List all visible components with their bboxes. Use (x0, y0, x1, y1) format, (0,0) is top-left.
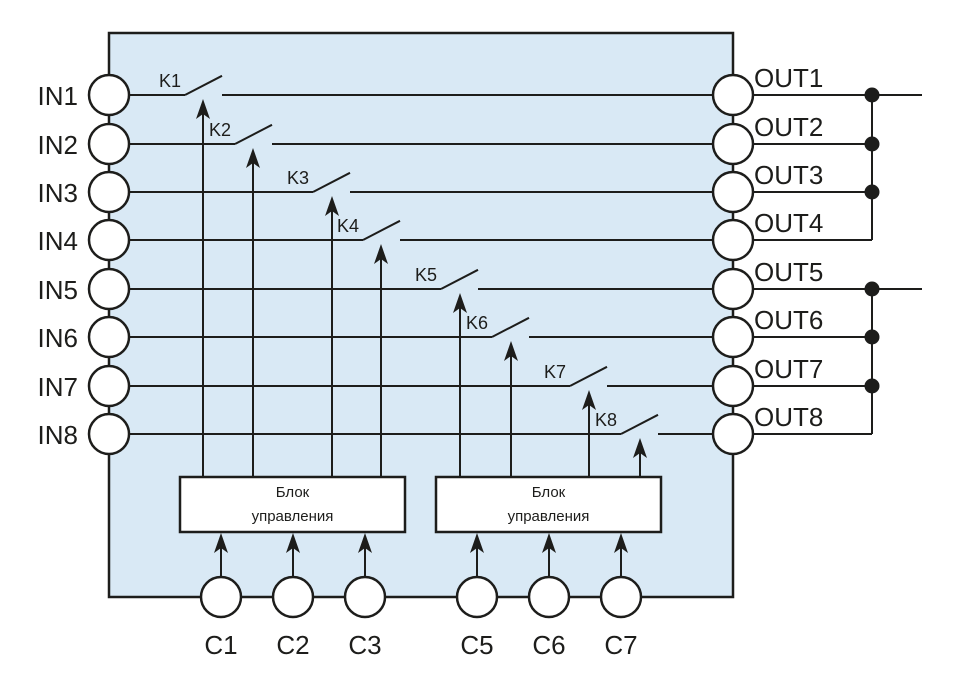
control-input-arrow-icon (214, 533, 228, 553)
control-block-title: Блок (276, 484, 310, 501)
switch-label: K3 (287, 168, 309, 188)
switch-label: K4 (337, 216, 359, 236)
output-label: OUT4 (754, 208, 823, 238)
junction-dot (864, 136, 880, 152)
control-input-label: C2 (276, 630, 309, 660)
switch-label: K1 (159, 71, 181, 91)
output-terminal (711, 122, 755, 166)
output-terminal (711, 73, 755, 117)
output-terminal (711, 170, 755, 214)
control-input-label: C1 (204, 630, 237, 660)
output-terminal (711, 364, 755, 408)
switch-blade (312, 171, 351, 193)
switch-blade (569, 365, 608, 387)
control-block-box (178, 475, 407, 534)
control-arrow-icon (196, 99, 210, 119)
output-terminal (711, 315, 755, 359)
control-input-label: C6 (532, 630, 565, 660)
input-label: IN5 (38, 275, 78, 305)
switch-label: K5 (415, 265, 437, 285)
control-input-terminal (527, 575, 571, 619)
input-terminal (87, 364, 131, 408)
input-label: IN7 (38, 372, 78, 402)
control-block-subtitle: управления (508, 508, 590, 525)
output-label: OUT2 (754, 112, 823, 142)
switch-blade (234, 123, 273, 145)
junction-dot (864, 329, 880, 345)
output-label: OUT3 (754, 160, 823, 190)
input-label: IN8 (38, 420, 78, 450)
input-terminal (87, 73, 131, 117)
control-input-terminal (599, 575, 643, 619)
output-label: OUT6 (754, 305, 823, 335)
control-input-label: C3 (348, 630, 381, 660)
switch-label: K2 (209, 120, 231, 140)
control-block-title: Блок (532, 484, 566, 501)
switch-blade (362, 219, 401, 241)
output-label: OUT8 (754, 402, 823, 432)
control-input-arrow-icon (358, 533, 372, 553)
junction-dot (864, 87, 880, 103)
output-label: OUT5 (754, 257, 823, 287)
output-terminal (711, 267, 755, 311)
control-input-arrow-icon (614, 533, 628, 553)
input-terminal (87, 315, 131, 359)
input-terminal (87, 267, 131, 311)
switch-label: K6 (466, 313, 488, 333)
control-input-arrow-icon (286, 533, 300, 553)
input-label: IN4 (38, 226, 78, 256)
output-terminal (711, 412, 755, 456)
control-input-arrow-icon (542, 533, 556, 553)
control-arrow-icon (374, 244, 388, 264)
switch-blade (620, 413, 659, 435)
control-arrow-icon (325, 196, 339, 216)
output-label: OUT7 (754, 354, 823, 384)
control-arrow-icon (633, 438, 647, 458)
input-terminal (87, 218, 131, 262)
switch-blade (440, 268, 479, 290)
output-terminal (711, 218, 755, 262)
control-arrow-icon (453, 293, 467, 313)
switch-blade (184, 74, 223, 96)
control-block-box (434, 475, 663, 534)
control-block: Блок управления (178, 475, 407, 534)
control-arrow-icon (246, 148, 260, 168)
control-input-terminal (199, 575, 243, 619)
control-input-terminal (343, 575, 387, 619)
control-input-label: C5 (460, 630, 493, 660)
control-input-terminal (455, 575, 499, 619)
switch-label: K7 (544, 362, 566, 382)
junction-dot (864, 378, 880, 394)
input-label: IN6 (38, 323, 78, 353)
junction-dot (864, 281, 880, 297)
control-arrow-icon (582, 390, 596, 410)
control-input-terminal (271, 575, 315, 619)
control-input-label: C7 (604, 630, 637, 660)
input-label: IN3 (38, 178, 78, 208)
input-label: IN2 (38, 130, 78, 160)
control-arrow-icon (504, 341, 518, 361)
input-label: IN1 (38, 81, 78, 111)
input-terminal (87, 412, 131, 456)
output-label: OUT1 (754, 63, 823, 93)
switch-blade (491, 316, 530, 338)
control-input-arrow-icon (470, 533, 484, 553)
input-terminal (87, 122, 131, 166)
switch-label: K8 (595, 410, 617, 430)
control-block: Блок управления (434, 475, 663, 534)
control-block-subtitle: управления (252, 508, 334, 525)
junction-dot (864, 184, 880, 200)
input-terminal (87, 170, 131, 214)
